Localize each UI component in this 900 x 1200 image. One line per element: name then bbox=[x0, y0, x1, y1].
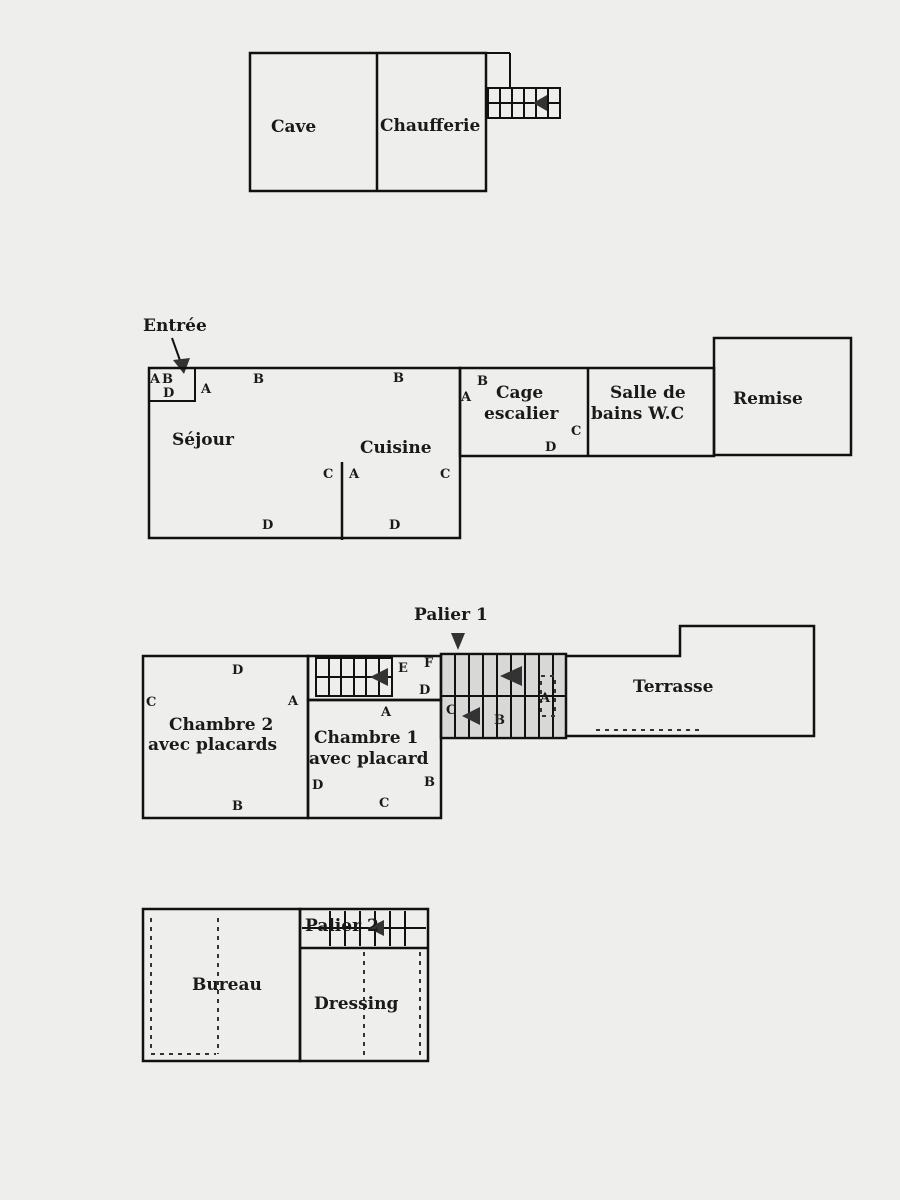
stair-arrow-icon bbox=[368, 920, 384, 936]
wall-letter: C bbox=[379, 796, 389, 811]
remise-outline bbox=[712, 336, 853, 457]
wall-letter: D bbox=[262, 518, 273, 533]
room-label-remise: Remise bbox=[733, 389, 803, 409]
basement-outline bbox=[248, 51, 488, 193]
second-floor-plan: Palier 2 Bureau Dressing bbox=[141, 907, 430, 1063]
wall-letter: C bbox=[146, 695, 156, 710]
room-label-chambre-2-line2: avec placards bbox=[148, 735, 277, 755]
wall-letter: A bbox=[348, 467, 360, 482]
wall-letter: C bbox=[446, 703, 456, 718]
wall-letter: B bbox=[494, 713, 505, 728]
stair-arrow-icon bbox=[462, 707, 480, 725]
basement-staircase bbox=[487, 87, 561, 119]
wall-letter: B bbox=[253, 372, 264, 387]
wall-letter: E bbox=[398, 661, 408, 676]
wall-letter: B bbox=[232, 799, 243, 814]
entry-vestibule bbox=[148, 367, 196, 402]
wall-letter: C bbox=[571, 424, 581, 439]
wall-letter: A bbox=[380, 705, 392, 720]
wall-letter: A bbox=[539, 691, 551, 706]
room-label-dressing: Dressing bbox=[314, 994, 398, 1014]
stair-arrow-icon bbox=[533, 95, 547, 111]
wall-letter: D bbox=[419, 683, 430, 698]
wall-letter: D bbox=[232, 663, 243, 678]
room-label-chambre-2-line1: Chambre 2 bbox=[169, 715, 273, 735]
room-label-chambre-1-line2: avec placard bbox=[309, 749, 429, 769]
landing-staircase bbox=[439, 652, 568, 740]
staircase-palier-2 bbox=[302, 911, 426, 946]
entrance-label: Entrée bbox=[143, 316, 207, 336]
entrance-arrow-icon bbox=[173, 358, 190, 374]
room-label-cave: Cave bbox=[271, 117, 316, 137]
wall-letter: D bbox=[389, 518, 400, 533]
room-label-terrasse: Terrasse bbox=[633, 677, 714, 697]
room-label-cage-escalier-line1: Cage bbox=[496, 383, 543, 403]
room-label-salle-de-bains-line2: bains W.C bbox=[591, 404, 684, 424]
dressing-outline bbox=[298, 907, 430, 1063]
wall-letter: F bbox=[424, 656, 434, 671]
wall-letter: C bbox=[323, 467, 333, 482]
wall-letter: B bbox=[424, 775, 435, 790]
room-label-cage-escalier-line2: escalier bbox=[484, 404, 559, 424]
wall-letter: B bbox=[162, 372, 173, 387]
wall-letter: C bbox=[440, 467, 450, 482]
wall-letter: A bbox=[460, 390, 472, 405]
wall-letter: D bbox=[545, 440, 556, 455]
wall-letter: D bbox=[163, 386, 174, 401]
wall-letter: A bbox=[149, 372, 161, 387]
wall-letter: A bbox=[200, 382, 212, 397]
room-label-cuisine: Cuisine bbox=[360, 438, 432, 458]
basement-plan: Cave Chaufferie bbox=[248, 51, 561, 193]
stair-arrow-icon bbox=[370, 668, 388, 686]
landing-arrow-icon bbox=[451, 633, 465, 650]
wall-letter: B bbox=[477, 374, 488, 389]
terrasse-outline bbox=[566, 624, 816, 738]
room-label-chambre-1-line1: Chambre 1 bbox=[314, 728, 418, 748]
wall-letter: D bbox=[312, 778, 323, 793]
room-label-sejour: Séjour bbox=[172, 430, 235, 450]
ground-floor-plan: Entrée Séjour Cuisine Cage escalier Sall… bbox=[143, 316, 853, 540]
landing-label-palier-2: Palier 2 bbox=[305, 916, 379, 936]
landing-label-palier-1: Palier 1 bbox=[414, 605, 488, 625]
room-label-bureau: Bureau bbox=[192, 975, 262, 995]
wall-letter: B bbox=[393, 371, 404, 386]
first-floor-plan: Palier 1 bbox=[141, 605, 816, 820]
stair-arrow-icon bbox=[500, 666, 522, 686]
room-label-salle-de-bains-line1: Salle de bbox=[610, 383, 686, 403]
room-label-chaufferie: Chaufferie bbox=[380, 116, 480, 136]
wall-letter: A bbox=[287, 694, 299, 709]
